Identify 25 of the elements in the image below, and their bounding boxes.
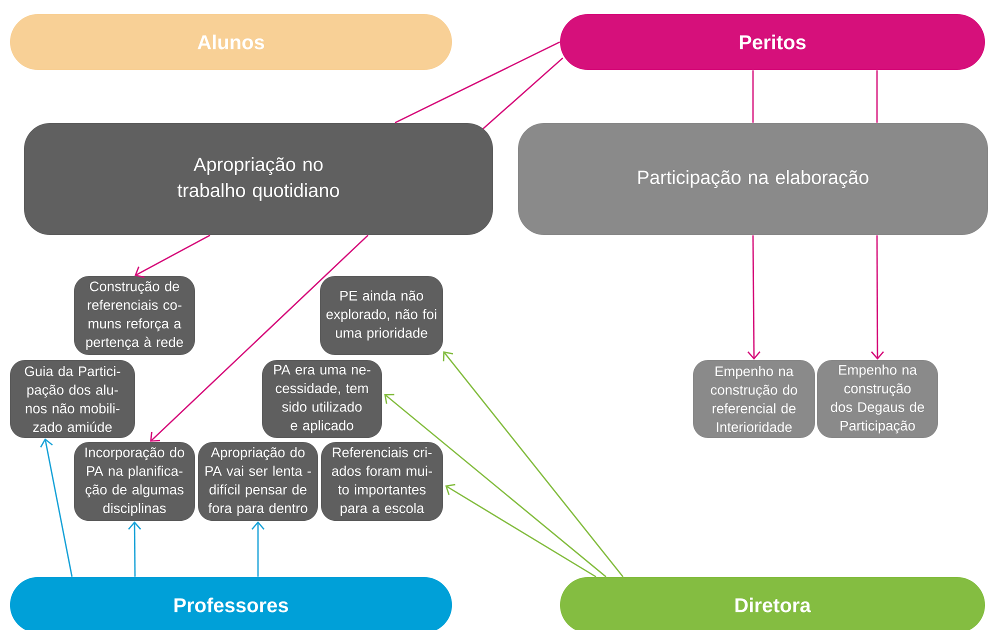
comment-box: Incorporação do PA na planifica- ção de algumas disciplinas <box>74 442 195 521</box>
arrow <box>442 351 624 578</box>
arrow <box>384 394 606 578</box>
category-box: Apropriação no trabalho quotidiano <box>24 123 493 235</box>
group-banner: Professores <box>10 577 452 630</box>
arrow <box>40 438 73 577</box>
comment-box: PA era uma ne- cessidade, tem sido utilizado e aplicado <box>262 360 382 438</box>
comment-box: Empenho na construção do referencial de Interioridade <box>693 360 815 438</box>
comment-box: Construção de referenciais co- muns reforça a pertença à rede <box>74 276 195 355</box>
arrow <box>870 235 884 360</box>
arrow <box>150 234 368 442</box>
comment-box: Referenciais cri- ados foram mui- to importantes para a escola <box>321 442 443 521</box>
arrow <box>134 234 210 278</box>
comment-box: PE ainda não explorado, não foi uma prioridade <box>320 276 443 355</box>
comment-box: Empenho na construção dos Degaus de Participação <box>817 360 938 438</box>
comment-box: Guia da Partici- pação dos alu- nos não mobili- zado amiúde <box>10 360 135 438</box>
arrow <box>128 521 142 577</box>
arrow <box>251 521 265 577</box>
group-banner: Peritos <box>560 14 985 70</box>
comment-box: Apropriação do PA vai ser lenta - difícil pensar de fora para dentro <box>198 442 318 521</box>
arrow <box>747 235 760 360</box>
group-banner: Diretora <box>560 577 985 630</box>
group-banner: Alunos <box>10 14 452 70</box>
arrow <box>445 484 596 578</box>
category-box: Participação na elaboração <box>518 123 988 235</box>
